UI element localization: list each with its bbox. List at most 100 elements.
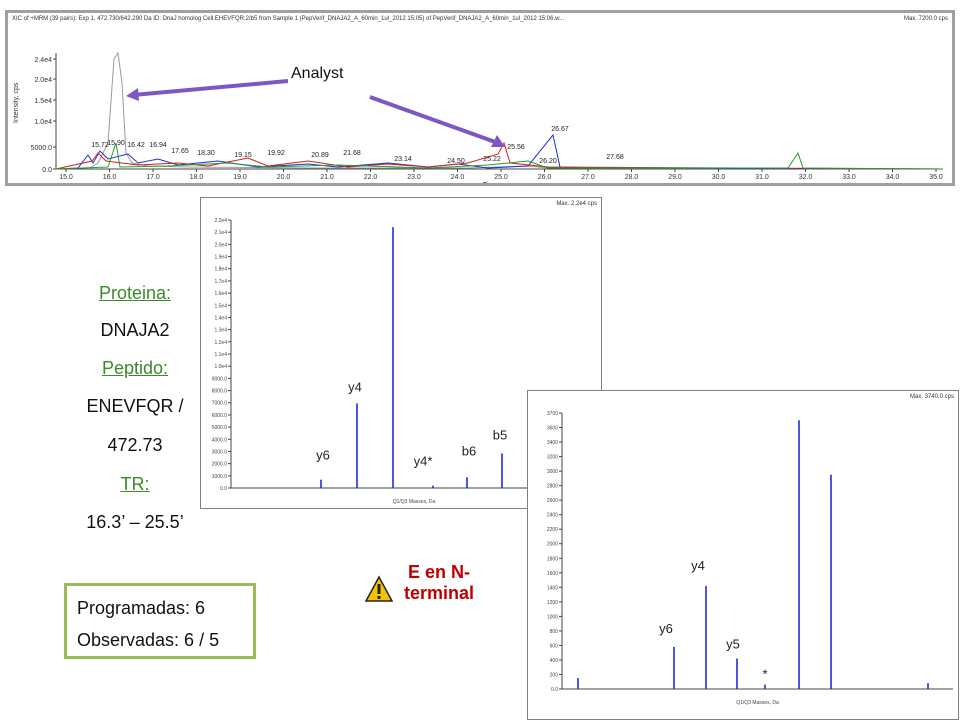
spectrum-ytick-label: 1.8e4 xyxy=(214,267,227,273)
spectrum-ytick-label: 0.0 xyxy=(551,687,558,693)
xic-trace-red xyxy=(55,141,944,170)
spectrum-peak-label: b5 xyxy=(493,427,507,442)
warning-icon xyxy=(365,575,393,602)
spectrum-ytick-label: 1.7e4 xyxy=(214,279,227,285)
xic-xtick-label: 31.0 xyxy=(755,174,769,181)
xic-ytick-label: 0.0 xyxy=(42,167,52,174)
analyst-arrowhead-left xyxy=(126,88,139,101)
spectrum-xlabel: Q1/Q3 Masses, Da xyxy=(736,700,779,706)
spectrum-ytick-label: 4000.0 xyxy=(212,437,228,443)
spectrum-ytick-label: 3000.0 xyxy=(212,449,228,455)
xic-xtick-label: 26.0 xyxy=(538,174,552,181)
spectrum-ytick-label: 1600 xyxy=(547,571,558,577)
spectrum-ytick-label: 1.3e4 xyxy=(214,328,227,334)
spectrum-ytick-label: 2000.0 xyxy=(212,462,228,468)
xic-xtick-label: 27.0 xyxy=(581,174,595,181)
peptide-mass: 472.73 xyxy=(107,435,163,455)
spectrum-peak-label: y4 xyxy=(348,379,362,394)
xic-xtick-label: 19.0 xyxy=(233,174,247,181)
spectrum-ytick-label: 2800 xyxy=(547,484,558,490)
spectrum-ytick-label: 2.0e4 xyxy=(214,242,227,248)
xic-xtick-label: 21.0 xyxy=(320,174,334,181)
spectrum-ytick-label: 1.6e4 xyxy=(214,291,227,297)
peptide-sequence: ENEVFQR / xyxy=(86,396,184,416)
tr-value: 16.3’ – 25.5’ xyxy=(86,512,184,532)
warning-text: E en N-terminal xyxy=(403,562,475,603)
spectrum-ytick-label: 2.1e4 xyxy=(214,230,227,236)
spectrum-ytick-label: 600 xyxy=(550,643,559,649)
spectrum-ytick-label: 6000.0 xyxy=(212,413,228,419)
xic-xtick-label: 16.0 xyxy=(103,174,117,181)
xic-trace-blue xyxy=(55,133,944,170)
xic-title: XIC of +MRM (39 pairs): Exp 1, 472.730/6… xyxy=(12,16,565,22)
analyst-label: Analyst xyxy=(288,65,347,83)
spectrum-ytick-label: 3600 xyxy=(547,426,558,432)
transition-counts-box: Programadas: 6 Observadas: 6 / 5 xyxy=(64,583,256,659)
spectrum-peak-label: b6 xyxy=(462,443,476,458)
spectrum-ytick-label: 3200 xyxy=(547,455,558,461)
spectrum-ytick-label: 1.0e4 xyxy=(214,364,227,370)
xic-peak-label: 15.72 xyxy=(91,142,109,149)
xic-xtick-label: 23.0 xyxy=(407,174,421,181)
spectrum-ytick-label: 1200 xyxy=(547,600,558,606)
spectrum2-plot: 3700360034003200300028002600240022002000… xyxy=(547,411,953,706)
xic-peak-label: 26.20 xyxy=(539,158,557,165)
spectrum-peak-label: y4* xyxy=(414,454,433,469)
spectrum-ytick-label: 1.4e4 xyxy=(214,315,227,321)
xic-xtick-label: 15.0 xyxy=(59,174,73,181)
spectrum-ytick-label: 2.2e4 xyxy=(214,218,227,224)
xic-xtick-label: 33.0 xyxy=(842,174,856,181)
spectrum-ytick-label: 8000.0 xyxy=(212,389,228,395)
spectrum-ytick-label: 2400 xyxy=(547,513,558,519)
spectrum-ytick-label: 1.2e4 xyxy=(214,340,227,346)
spectrum-ytick-label: 1800 xyxy=(547,556,558,562)
spectrum-ytick-label: 1000.0 xyxy=(212,474,228,480)
spectrum-xlabel: Q1/Q3 Masses, Da xyxy=(393,499,436,505)
xic-plot: Intensity, cps 2.4e42.0e41.5e41.0e45000.… xyxy=(13,51,944,183)
spectrum-ytick-label: 2600 xyxy=(547,498,558,504)
xic-peak-label: 26.67 xyxy=(551,126,569,133)
xic-xtick-label: 35.0 xyxy=(929,174,943,181)
xic-xtick-label: 25.0 xyxy=(494,174,508,181)
xic-peak-label: 27.68 xyxy=(606,154,624,161)
spectrum-ytick-label: 2200 xyxy=(547,527,558,533)
xic-peak-label: 17.65 xyxy=(171,148,189,155)
xic-xtick-label: 30.0 xyxy=(712,174,726,181)
spectrum-ytick-label: 200 xyxy=(550,672,559,678)
xic-xtick-label: 18.0 xyxy=(190,174,204,181)
xic-xtick-label: 34.0 xyxy=(886,174,900,181)
xic-peak-label: 23.14 xyxy=(394,156,412,163)
xic-peak-label: 25.56 xyxy=(507,144,525,151)
xic-peak-label: 19.15 xyxy=(234,152,252,159)
peptide-label: Peptido: xyxy=(101,358,169,378)
xic-xtick-label: 28.0 xyxy=(625,174,639,181)
xic-xtick-label: 20.0 xyxy=(277,174,291,181)
spectrum-ytick-label: 9000.0 xyxy=(212,376,228,382)
xic-ylabel: Intensity, cps xyxy=(13,82,20,123)
xic-window: XIC of +MRM (39 pairs): Exp 1, 472.730/6… xyxy=(5,10,955,186)
spectrum-ytick-label: 800 xyxy=(550,629,559,635)
xic-ytick-label: 2.0e4 xyxy=(34,77,52,84)
spectrum-ytick-label: 3700 xyxy=(547,411,558,417)
spectrum-ytick-label: 400 xyxy=(550,658,559,664)
xic-ytick-label: 1.5e4 xyxy=(34,98,52,105)
spectrum-ytick-label: 7000.0 xyxy=(212,401,228,407)
spectrum-peak-label: y4 xyxy=(691,558,705,573)
spectrum-ytick-label: 5000.0 xyxy=(212,425,228,431)
xic-peak-label: 25.22 xyxy=(483,156,501,163)
spectrum-ytick-label: 1.1e4 xyxy=(214,352,227,358)
spectrum-ytick-label: 1000 xyxy=(547,614,558,620)
xic-peak-label: 20.89 xyxy=(311,152,329,159)
spectrum-peak-label: * xyxy=(762,667,767,682)
xic-peak-label: 16.94 xyxy=(149,142,167,149)
xic-trace-gray xyxy=(87,51,944,170)
xic-peak-label: 18.30 xyxy=(197,150,215,157)
spectrum-ytick-label: 0.0 xyxy=(220,486,227,492)
spectrum-ytick-label: 3400 xyxy=(547,440,558,446)
xic-xtick-label: 32.0 xyxy=(799,174,813,181)
spectrum-ytick-label: 3000 xyxy=(547,469,558,475)
protein-label: Proteina: xyxy=(98,283,172,303)
xic-xtick-label: 22.0 xyxy=(364,174,378,181)
spectrum1-max-label: Max. 2.2e4 cps xyxy=(556,201,597,207)
